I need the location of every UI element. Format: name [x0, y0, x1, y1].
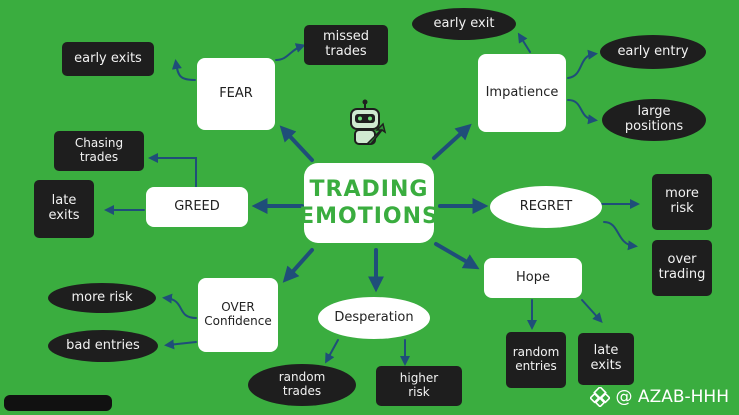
- arrow-imp-large-pos: [567, 99, 598, 125]
- watermark-text: @ AZAB-HHH: [615, 387, 729, 407]
- robot-mascot-icon: [350, 99, 387, 145]
- outcome-hope-random-entries: random entries: [506, 332, 566, 388]
- arrow-conf-more-risk: [162, 293, 197, 319]
- outcome-greed-chasing-trades: Chasing trades: [54, 131, 144, 171]
- outcome-greed-late-exits: late exits: [34, 180, 94, 238]
- emotion-desperation: Desperation: [318, 297, 430, 339]
- outcome-desp-higher-risk: higher risk: [376, 366, 462, 406]
- outcome-imp-large-positions: large positions: [602, 99, 706, 141]
- arrow-fear-early-exits: [171, 59, 196, 81]
- emotion-regret: REGRET: [490, 186, 602, 228]
- arrow-center-hope: [434, 242, 480, 270]
- diamond-logo-icon: [589, 387, 610, 407]
- emotion-greed: GREED: [146, 187, 248, 227]
- outcome-imp-early-entry: early entry: [600, 35, 706, 69]
- emotion-over-confidence: OVER Confidence: [198, 278, 278, 352]
- outcome-imp-early-exit: early exit: [412, 8, 516, 40]
- emotion-fear: FEAR: [197, 58, 275, 130]
- outcome-fear-early-exits: early exits: [62, 42, 154, 76]
- arrow-center-confidence: [282, 248, 314, 283]
- arrow-regret-over-trading: [603, 221, 638, 251]
- emotion-impatience: Impatience: [478, 54, 566, 132]
- outcome-desp-random-trades: random trades: [248, 364, 356, 406]
- arrow-fear-missed-trades: [275, 43, 306, 61]
- arrow-conf-bad-entries: [164, 339, 197, 350]
- outcome-regret-over-trading: over trading: [652, 240, 712, 296]
- arrow-imp-early-exit: [517, 32, 531, 53]
- arrow-center-fear: [279, 125, 314, 162]
- arrow-desp-random: [325, 339, 339, 364]
- outcome-conf-bad-entries: bad entries: [48, 330, 158, 362]
- outcome-fear-missed-trades: missed trades: [304, 25, 388, 65]
- outcome-regret-more-risk: more risk: [652, 174, 712, 230]
- arrow-greed-chasing: [148, 153, 197, 188]
- arrow-hope-late: [581, 299, 603, 323]
- arrow-imp-early-entry: [567, 49, 598, 79]
- outcome-hope-late-exits: late exits: [578, 333, 634, 385]
- redaction-bar: [4, 395, 112, 411]
- center-node-trading-emotions: TRADING EMOTIONS: [299, 163, 438, 243]
- outcome-conf-more-risk: more risk: [48, 283, 156, 313]
- emotion-hope: Hope: [484, 258, 582, 298]
- arrow-center-impatience: [432, 123, 472, 160]
- watermark: @ AZAB-HHH: [589, 387, 729, 407]
